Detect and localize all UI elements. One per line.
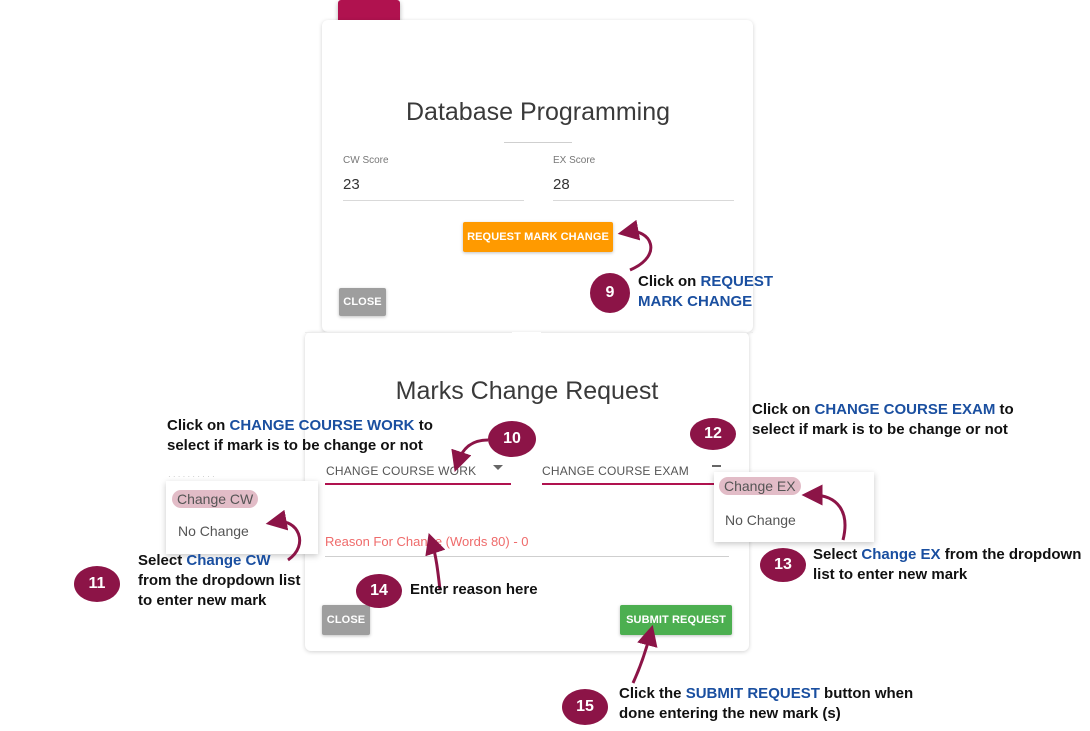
card-divider-right: [541, 332, 753, 333]
reason-underline: [325, 556, 729, 557]
annotation-9: Click on REQUEST MARK CHANGE: [638, 273, 774, 310]
arrow-9: [617, 219, 653, 272]
menu-edge: · · · · · · · · · ·: [168, 472, 215, 481]
request-mark-change-button[interactable]: REQUEST MARK CHANGE: [463, 222, 613, 252]
annotation-14: Enter reason here: [410, 581, 538, 598]
request-title: Marks Change Request: [395, 377, 659, 405]
ex-select-underline: [542, 483, 714, 485]
ex-score-underline: [553, 200, 734, 201]
course-card: [322, 20, 753, 332]
dropdown-option-no-change[interactable]: No Change: [725, 512, 796, 528]
cw-score-value: 23: [343, 176, 360, 193]
title-divider: [504, 142, 572, 143]
step-badge-13: 13: [760, 548, 806, 582]
step-badge-10: 10: [488, 421, 536, 457]
cw-score-underline: [343, 200, 524, 201]
arrow-11: [265, 509, 302, 562]
caret-down-icon[interactable]: [493, 465, 503, 470]
caret-icon[interactable]: [712, 465, 721, 467]
ex-score-label: EX Score: [553, 155, 596, 166]
arrow-14: [425, 533, 446, 591]
change-course-work-select[interactable]: CHANGE COURSE WORK: [326, 464, 477, 478]
annotation-13: Select Change EX from the dropdown list …: [813, 546, 1082, 583]
dropdown-option-change-cw[interactable]: Change CW: [172, 490, 259, 508]
step-badge-15: 15: [562, 689, 608, 725]
step-badge-11: 11: [74, 566, 120, 602]
arrow-15: [631, 624, 658, 684]
dropdown-option-change-ex[interactable]: Change EX: [719, 477, 801, 495]
arrow-13: [801, 484, 847, 541]
arrow-10: [451, 438, 489, 472]
step-badge-12: 12: [690, 418, 736, 450]
card-divider-left: [305, 332, 512, 333]
ex-score-value: 28: [553, 176, 570, 193]
close-button[interactable]: CLOSE: [339, 288, 386, 316]
step-badge-9: 9: [590, 273, 630, 313]
dropdown-option-no-change[interactable]: No Change: [178, 523, 249, 539]
annotation-11: Select Change CW from the dropdown list …: [138, 552, 301, 609]
cw-score-label: CW Score: [343, 155, 389, 166]
annotation-15: Click the SUBMIT REQUEST button when don…: [619, 685, 914, 722]
course-title: Database Programming: [405, 98, 671, 126]
step-badge-14: 14: [356, 574, 402, 608]
annotation-12: Click on CHANGE COURSE EXAM to select if…: [752, 401, 1014, 438]
close-button[interactable]: CLOSE: [322, 605, 370, 635]
cw-select-underline: [325, 483, 511, 485]
change-course-exam-select[interactable]: CHANGE COURSE EXAM: [542, 464, 689, 478]
annotation-10: Click on CHANGE COURSE WORK to select if…: [167, 417, 433, 454]
